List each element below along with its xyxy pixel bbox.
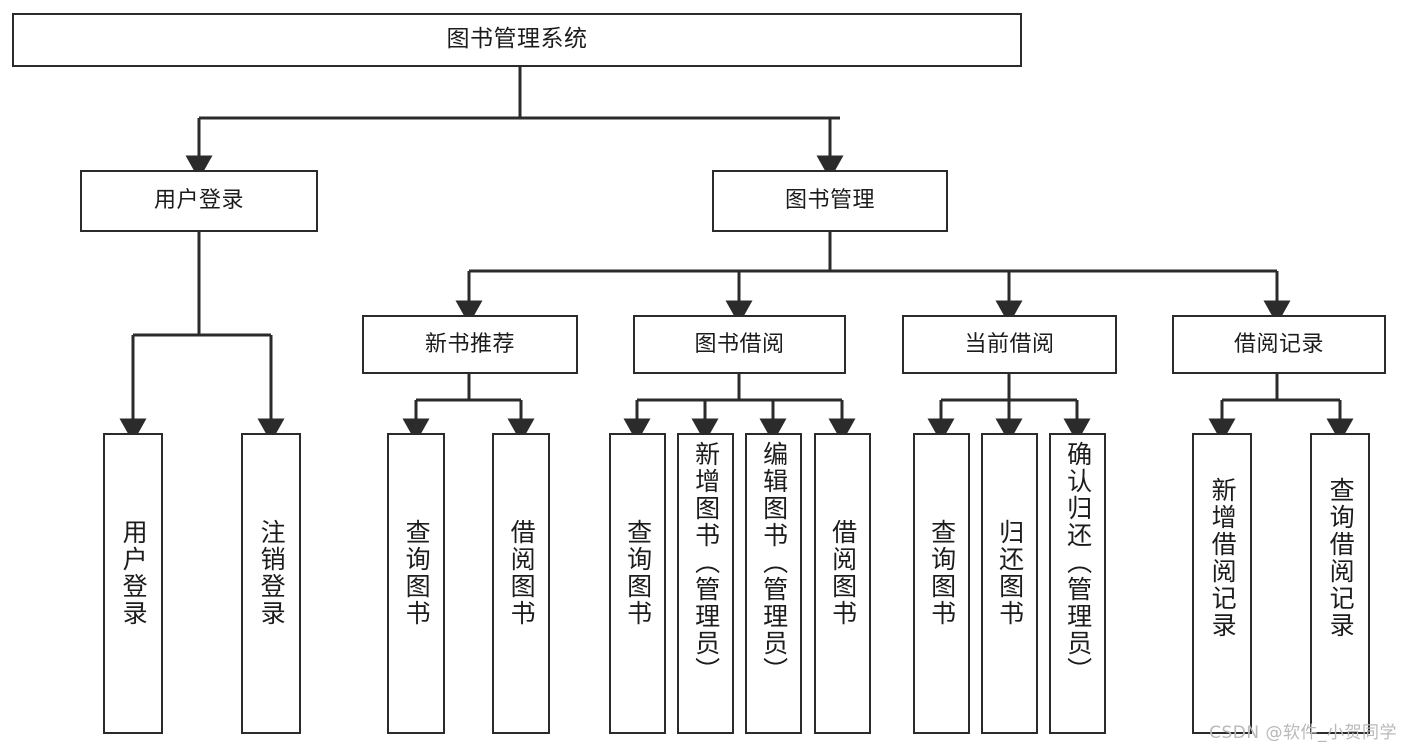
leaf-current-confirm-return[interactable]: 确认归还（管理员） (1049, 433, 1106, 734)
node-user-login-label: 用户登录 (153, 188, 244, 214)
leaf-current-query-book-label: 查询图书 (927, 519, 957, 627)
leaf-record-add-label: 新增借阅记录 (1208, 477, 1238, 639)
node-borrow-record-label: 借阅记录 (1233, 331, 1324, 357)
leaf-borrow-borrow-book[interactable]: 借阅图书 (814, 433, 871, 734)
leaf-user-login-login-label: 用户登录 (119, 519, 149, 627)
leaf-borrow-add-book[interactable]: 新增图书（管理员） (677, 433, 734, 734)
leaf-current-return-book[interactable]: 归还图书 (981, 433, 1038, 734)
node-root-system-label: 图书管理系统 (446, 26, 588, 53)
csdn-watermark: CSDN @软件_小贺同学 (1209, 723, 1397, 743)
leaf-new-book-query[interactable]: 查询图书 (387, 433, 445, 734)
leaf-new-book-borrow[interactable]: 借阅图书 (492, 433, 550, 734)
leaf-new-book-borrow-label: 借阅图书 (507, 519, 537, 627)
leaf-borrow-borrow-book-label: 借阅图书 (828, 519, 858, 627)
leaf-user-login-logout-label: 注销登录 (257, 519, 287, 627)
leaf-borrow-add-book-label: 新增图书（管理员） (691, 441, 721, 684)
leaf-borrow-query-book-label: 查询图书 (623, 519, 653, 627)
leaf-borrow-edit-book[interactable]: 编辑图书（管理员） (745, 433, 802, 734)
node-current-borrow[interactable]: 当前借阅 (902, 315, 1117, 374)
leaf-current-confirm-return-label: 确认归还（管理员） (1063, 441, 1093, 684)
node-user-login[interactable]: 用户登录 (80, 170, 318, 232)
leaf-record-query[interactable]: 查询借阅记录 (1310, 433, 1370, 734)
leaf-user-login-login[interactable]: 用户登录 (103, 433, 163, 734)
leaf-record-query-label: 查询借阅记录 (1326, 477, 1356, 639)
node-root-system[interactable]: 图书管理系统 (12, 13, 1022, 67)
leaf-borrow-edit-book-label: 编辑图书（管理员） (759, 441, 789, 684)
node-book-borrow[interactable]: 图书借阅 (633, 315, 846, 374)
leaf-user-login-logout[interactable]: 注销登录 (241, 433, 301, 734)
node-current-borrow-label: 当前借阅 (964, 331, 1055, 357)
leaf-record-add[interactable]: 新增借阅记录 (1192, 433, 1252, 734)
node-book-management-label: 图书管理 (784, 188, 875, 214)
node-new-book-recommend[interactable]: 新书推荐 (362, 315, 578, 374)
node-borrow-record[interactable]: 借阅记录 (1172, 315, 1386, 374)
leaf-borrow-query-book[interactable]: 查询图书 (609, 433, 666, 734)
node-book-borrow-label: 图书借阅 (694, 331, 785, 357)
node-new-book-recommend-label: 新书推荐 (424, 331, 515, 357)
node-book-management[interactable]: 图书管理 (712, 170, 948, 232)
leaf-current-return-book-label: 归还图书 (995, 519, 1025, 627)
leaf-new-book-query-label: 查询图书 (402, 519, 432, 627)
leaf-current-query-book[interactable]: 查询图书 (913, 433, 970, 734)
